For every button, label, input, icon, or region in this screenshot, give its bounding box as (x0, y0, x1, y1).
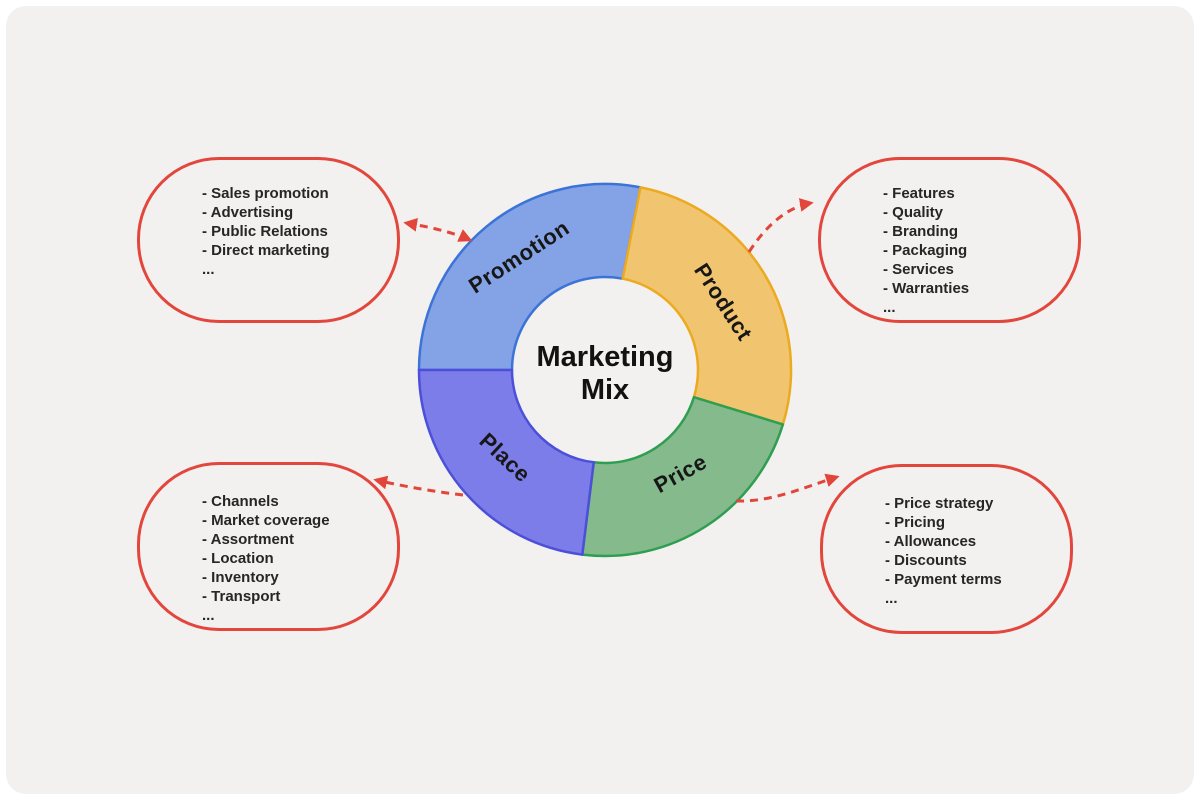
segment-price[interactable] (581, 395, 785, 558)
segment-place[interactable] (417, 368, 595, 556)
list-item: - Warranties (883, 280, 970, 297)
list-item: ... (202, 607, 215, 624)
callout-place[interactable]: - Channels - Market coverage - Assortmen… (137, 462, 400, 631)
callout-place-list: - Channels - Market coverage - Assortmen… (140, 465, 397, 625)
callout-price[interactable]: - Price strategy - Pricing - Allowances … (820, 464, 1073, 634)
segment-promotion[interactable] (417, 182, 642, 372)
list-item: - Branding (883, 223, 958, 240)
list-item: - Public Relations (202, 223, 328, 240)
list-item: - Advertising (202, 204, 294, 221)
callout-price-list: - Price strategy - Pricing - Allowances … (823, 467, 1070, 608)
list-item: - Inventory (202, 569, 279, 586)
list-item: - Location (202, 550, 274, 567)
center-title-line2: Mix (581, 374, 629, 406)
list-item: ... (202, 261, 215, 278)
list-item: - Services (883, 261, 954, 278)
center-title-line1: Marketing (537, 341, 674, 373)
list-item: - Assortment (202, 531, 294, 548)
callout-promotion[interactable]: - Sales promotion - Advertising - Public… (137, 157, 400, 323)
list-item: - Channels (202, 493, 279, 510)
list-item: - Payment terms (885, 571, 1002, 588)
list-item: - Market coverage (202, 512, 330, 529)
connector-arrow-promotion (403, 218, 473, 242)
list-item: - Packaging (883, 242, 968, 259)
connector-arrow-place (373, 475, 464, 497)
list-item: - Allowances (885, 533, 977, 550)
list-item: - Pricing (885, 514, 946, 531)
segment-product[interactable] (621, 186, 793, 426)
list-item: ... (883, 299, 896, 316)
list-item: ... (885, 590, 898, 607)
callout-product[interactable]: - Features - Quality - Branding - Packag… (818, 157, 1081, 323)
list-item: - Direct marketing (202, 242, 330, 259)
list-item: - Transport (202, 588, 281, 605)
callout-promotion-list: - Sales promotion - Advertising - Public… (140, 160, 397, 279)
list-item: - Quality (883, 204, 944, 221)
diagram-canvas (6, 6, 1194, 794)
list-item: - Discounts (885, 552, 967, 569)
list-item: - Sales promotion (202, 185, 329, 202)
list-item: - Features (883, 185, 955, 202)
callout-product-list: - Features - Quality - Branding - Packag… (821, 160, 1078, 317)
connector-arrow-product (747, 198, 814, 253)
list-item: - Price strategy (885, 495, 994, 512)
